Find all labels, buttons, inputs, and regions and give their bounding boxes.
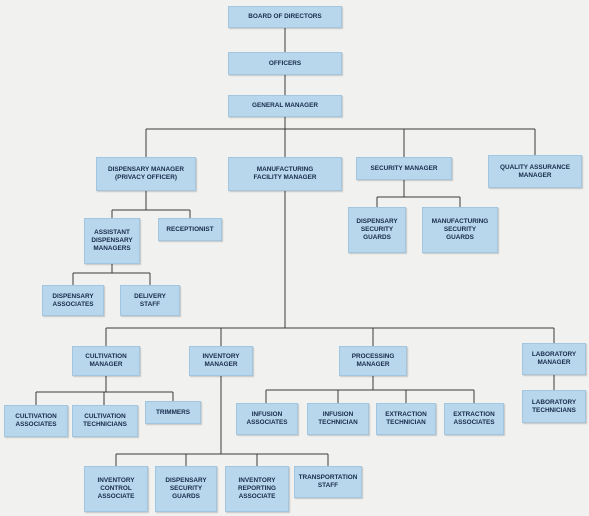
infusion-associates-box[interactable]: INFUSION ASSOCIATES: [236, 403, 298, 435]
delivery-staff-box[interactable]: DELIVERY STAFF: [120, 285, 180, 316]
cultivation-manager-box[interactable]: CULTIVATION MANAGER: [72, 346, 140, 376]
laboratory-manager-box[interactable]: LABORATORY MANAGER: [522, 343, 586, 375]
dispensary-security-guards-box[interactable]: DISPENSARY SECURITY GUARDS: [348, 207, 406, 253]
board-of-directors-box[interactable]: BOARD OF DIRECTORS: [228, 6, 342, 28]
transportation-staff-box[interactable]: TRANSPORTATION STAFF: [294, 466, 362, 498]
officers-box[interactable]: OFFICERS: [228, 52, 342, 75]
inventory-reporting-associate-box[interactable]: INVENTORY REPORTING ASSOCIATE: [225, 466, 289, 512]
extraction-technician-box[interactable]: EXTRACTION TECHNICIAN: [376, 403, 436, 435]
assistant-dispensary-managers-box[interactable]: ASSISTANT DISPENSARY MANAGERS: [84, 218, 140, 264]
cultivation-associates-box[interactable]: CULTIVATION ASSOCIATES: [4, 405, 68, 437]
manufacturing-security-guards-box[interactable]: MANUFACTURING SECURITY GUARDS: [422, 207, 498, 253]
inventory-control-associate-box[interactable]: INVENTORY CONTROL ASSOCIATE: [84, 466, 148, 512]
trimmers-box[interactable]: TRIMMERS: [145, 401, 201, 424]
security-manager-box[interactable]: SECURITY MANAGER: [356, 157, 452, 180]
extraction-associates-box[interactable]: EXTRACTION ASSOCIATES: [444, 403, 504, 435]
dispensary-associates-box[interactable]: DISPENSARY ASSOCIATES: [42, 285, 104, 316]
receptionist-box[interactable]: RECEPTIONIST: [158, 218, 222, 241]
inventory-security-guards-box[interactable]: DISPENSARY SECURITY GUARDS: [155, 466, 217, 512]
general-manager-box[interactable]: GENERAL MANAGER: [228, 95, 342, 117]
dispensary-manager-box[interactable]: DISPENSARY MANAGER (PRIVACY OFFICER): [96, 157, 196, 191]
infusion-technician-box[interactable]: INFUSION TECHNICIAN: [307, 403, 369, 435]
manufacturing-facility-manager-box[interactable]: MANUFACTURING FACILITY MANAGER: [228, 157, 342, 191]
laboratory-technicians-box[interactable]: LABORATORY TECHNICIANS: [522, 390, 586, 423]
inventory-manager-box[interactable]: INVENTORY MANAGER: [189, 346, 253, 376]
processing-manager-box[interactable]: PROCESSING MANAGER: [339, 346, 407, 376]
quality-assurance-manager-box[interactable]: QUALITY ASSURANCE MANAGER: [488, 155, 582, 188]
cultivation-technicians-box[interactable]: CULTIVATION TECHNICIANS: [72, 405, 138, 437]
